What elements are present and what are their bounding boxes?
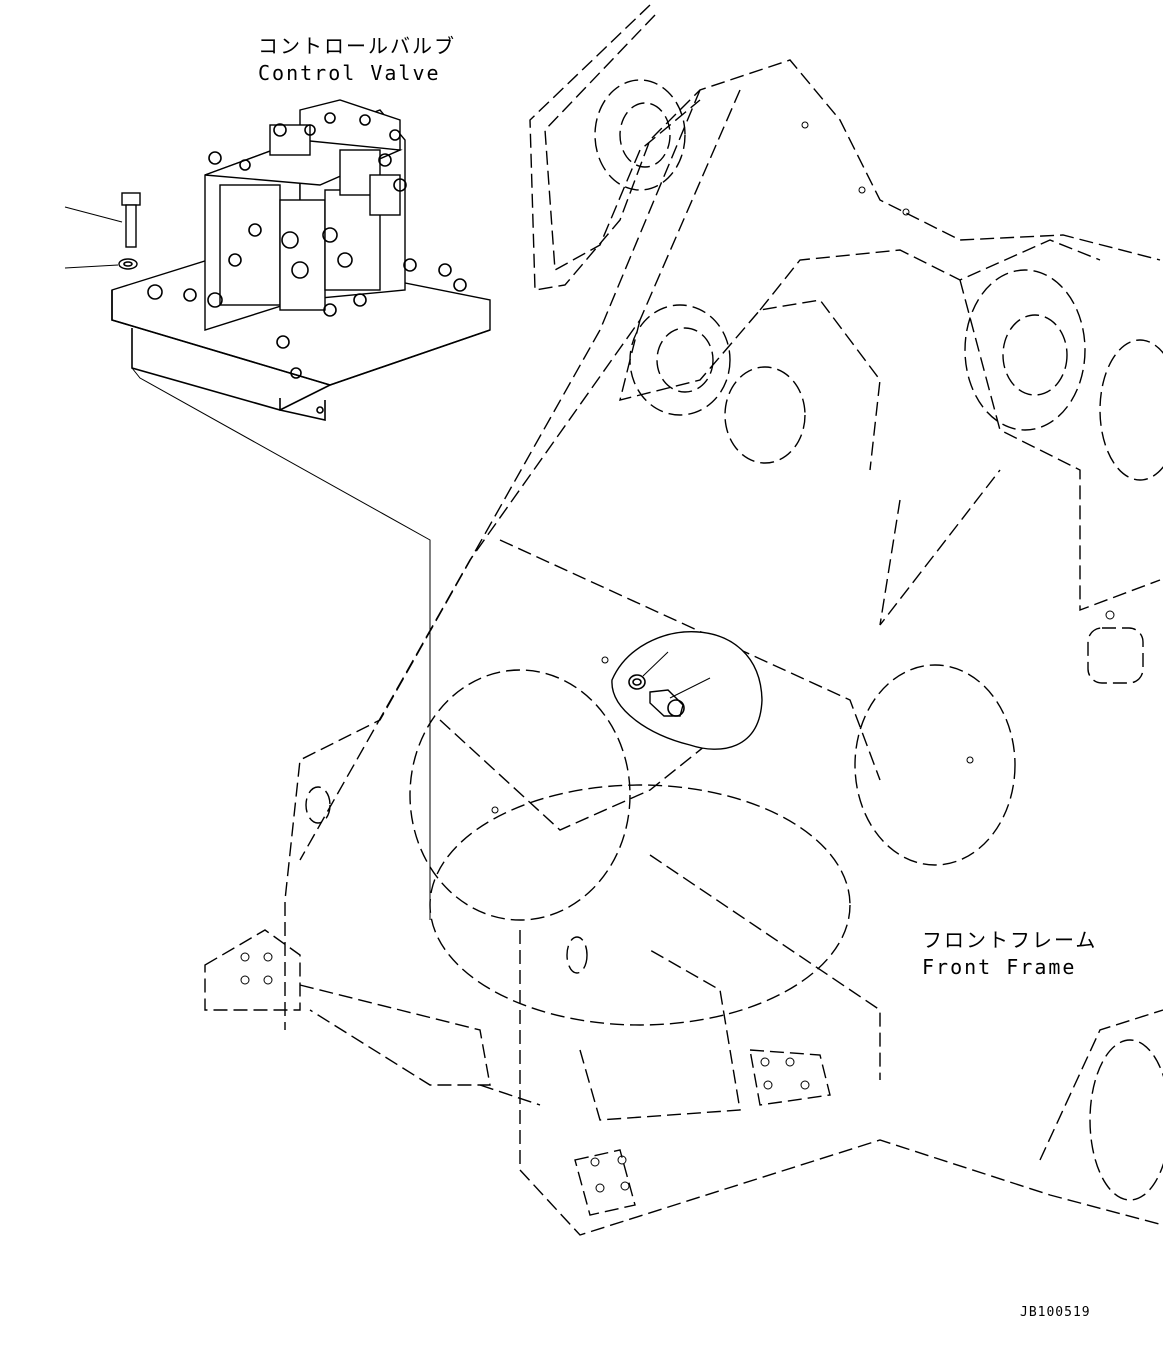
control-valve-assembly [64,99,491,920]
control-valve-label-en: Control Valve [258,61,441,85]
front-frame [204,4,1163,1236]
front-frame-label-jp: フロントフレーム [922,928,1098,952]
mounting-detail-callout [601,631,763,750]
front-frame-label-en: Front Frame [922,955,1077,979]
drawing-code: JB100519 [1020,1305,1091,1320]
control-valve-label-jp: コントロールバルブ [258,34,456,58]
